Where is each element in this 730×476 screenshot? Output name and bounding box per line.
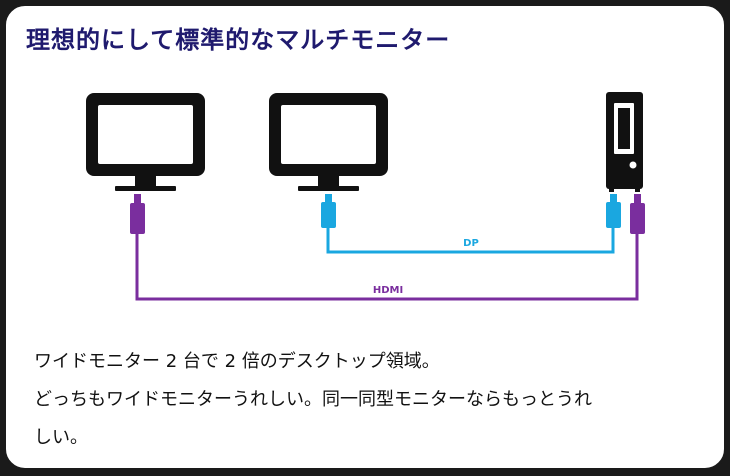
dp-label: DP: [463, 238, 479, 249]
monitor-right-icon: [269, 93, 388, 191]
dp-cable: [326, 228, 615, 254]
caption-line-1: ワイドモニター 2 台で 2 倍のデスクトップ領域。: [34, 351, 440, 372]
dp-connector-pc: [606, 194, 621, 228]
page-title: 理想的にして標準的なマルチモニター: [26, 26, 451, 54]
hdmi-connector-pc: [630, 194, 645, 234]
hdmi-connector-monitor-left: [130, 194, 145, 234]
pc-tower-icon: [606, 92, 643, 192]
caption-line-3: しい。: [34, 427, 88, 448]
caption-text: ワイドモニター 2 台で 2 倍のデスクトップ領域。 どっちもワイドモニターうれ…: [34, 343, 704, 457]
diagram-card: 理想的にして標準的なマルチモニター: [3, 3, 727, 471]
dp-connector-monitor-right: [321, 194, 336, 228]
caption-line-2: どっちもワイドモニターうれしい。同一同型モニターならもっとうれ: [34, 389, 592, 410]
monitor-left-icon: [86, 93, 205, 191]
hdmi-label: HDMI: [373, 285, 403, 296]
hdmi-cable: [135, 234, 639, 301]
multi-monitor-diagram: DP HDMI: [86, 92, 645, 301]
